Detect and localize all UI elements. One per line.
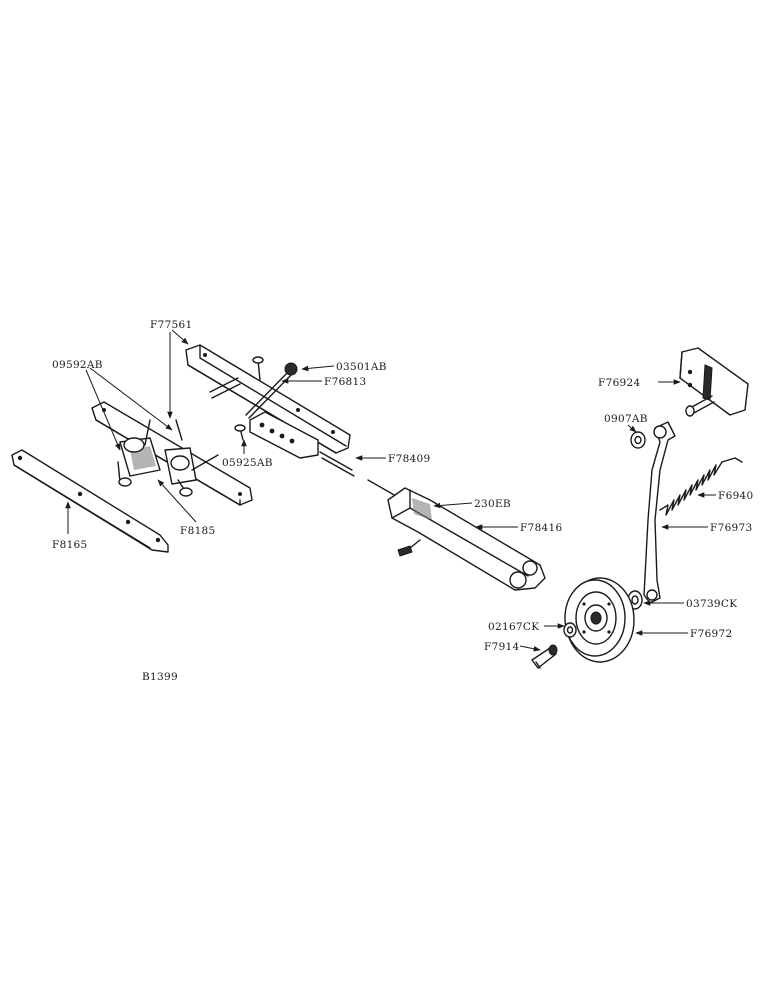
part-f8165-bar [11, 449, 169, 553]
label-f6940: F6940 [718, 490, 754, 502]
label-f76813: F76813 [324, 376, 367, 388]
label-f8185: F8185 [180, 525, 216, 537]
label-f7914: F7914 [484, 641, 520, 653]
label-0907ab: 0907AB [604, 413, 648, 425]
label-03739ck: 03739CK [686, 598, 737, 610]
part-f7914-bolt [531, 644, 558, 669]
label-f77561: F77561 [150, 319, 193, 331]
label-f8165: F8165 [52, 539, 88, 551]
label-05925ab: 05925AB [222, 457, 273, 469]
label-f76973: F76973 [710, 522, 753, 534]
part-0907ab-washer [630, 431, 646, 449]
part-f78409-rod [319, 451, 397, 497]
part-f76972-pulley [564, 577, 635, 663]
label-09592ab: 09592AB [52, 359, 103, 371]
part-adjuster-plate [234, 411, 319, 459]
label-f76972: F76972 [690, 628, 733, 640]
label-02167ck: 02167CK [488, 621, 539, 633]
part-f8185-bracket [91, 401, 253, 506]
label-f76924: F76924 [598, 377, 641, 389]
label-f78409: F78409 [388, 453, 431, 465]
part-f76973-lever [643, 421, 676, 604]
part-f76924-plate [679, 347, 749, 417]
label-03501ab: 03501AB [336, 361, 387, 373]
label-f78416: F78416 [520, 522, 563, 534]
part-f78416-arm [387, 487, 546, 591]
figure-code: B1399 [142, 671, 178, 683]
part-f6940-spring [659, 457, 743, 516]
part-02167ck-washer [563, 622, 577, 638]
label-230eb: 230EB [474, 498, 511, 510]
leader-lines [65, 329, 716, 652]
